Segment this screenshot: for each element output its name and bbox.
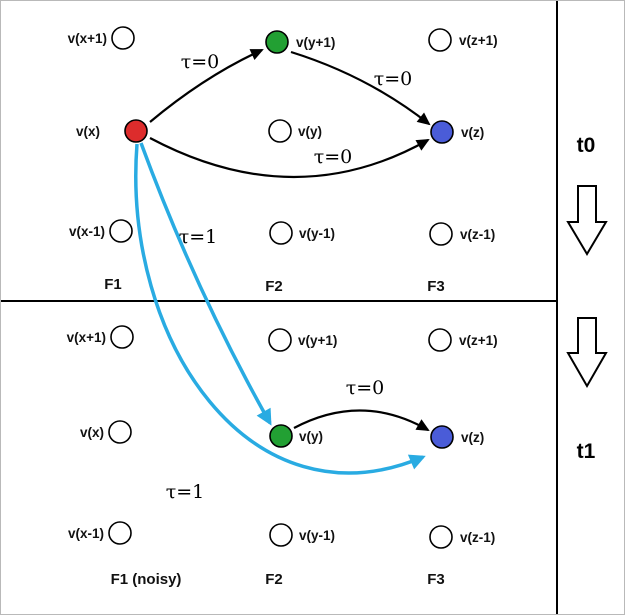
edge-y-to-z	[293, 409, 430, 431]
time-label-t0: t0	[577, 134, 596, 157]
node-t0-y-minus1	[269, 221, 293, 245]
node-t1-y	[269, 424, 293, 448]
edge-y1-to-z	[290, 50, 431, 126]
node-label-t0-x: v(x)	[76, 124, 100, 139]
edge-x-to-z-temporal	[134, 143, 426, 475]
down-arrow-icon-t0	[566, 185, 608, 256]
column-label-t0-f2: F2	[265, 278, 283, 295]
node-label-t1-x-minus1: v(x-1)	[68, 526, 104, 541]
temporal-edges: τ=1 τ=1	[134, 142, 426, 503]
node-label-t0-x-plus1: v(x+1)	[68, 31, 107, 46]
edge-label-y-z: τ=0	[346, 377, 385, 399]
node-label-t0-z-minus1: v(z-1)	[460, 227, 495, 242]
time-rail: t0 t1	[566, 134, 608, 463]
t0-panel: τ=0 τ=0 τ=0 v(x+1) v(x) v(x-1) F1 v(y+1)…	[68, 26, 498, 295]
node-label-t0-z: v(z)	[461, 125, 484, 140]
edge-x-to-y1	[149, 48, 264, 123]
node-label-t0-x-minus1: v(x-1)	[69, 224, 105, 239]
node-label-t1-y: v(y)	[299, 429, 323, 444]
down-arrow-icon-t1	[566, 317, 608, 389]
column-label-t1-f3: F3	[427, 571, 445, 588]
node-t0-z-plus1	[428, 28, 452, 52]
edge-label-y1-z: τ=0	[374, 68, 413, 90]
edge-label-x-z: τ=0	[314, 146, 353, 168]
edge-x-to-y-temporal	[139, 142, 272, 426]
column-label-t0-f3: F3	[427, 278, 445, 295]
node-label-t1-z: v(z)	[461, 430, 484, 445]
node-t1-x-plus1	[110, 325, 134, 349]
node-t0-x-plus1	[111, 26, 135, 50]
node-t1-z-minus1	[429, 525, 453, 549]
time-label-t1: t1	[577, 440, 596, 463]
node-label-t1-x: v(x)	[80, 425, 104, 440]
node-label-t0-z-plus1: v(z+1)	[459, 33, 498, 48]
node-t1-z-plus1	[428, 328, 452, 352]
column-label-t1-f1: F1 (noisy)	[111, 571, 182, 588]
node-t1-y-plus1	[268, 328, 292, 352]
column-label-t0-f1: F1	[104, 276, 122, 293]
node-label-t1-z-minus1: v(z-1)	[460, 530, 495, 545]
node-label-t0-y-plus1: v(y+1)	[296, 35, 335, 50]
node-t0-z-minus1	[429, 222, 453, 246]
node-t1-x	[108, 420, 132, 444]
column-label-t1-f2: F2	[265, 571, 283, 588]
edge-label-x-y1: τ=0	[181, 51, 220, 73]
node-label-t0-y: v(y)	[298, 124, 322, 139]
edge-label-x-z-temporal: τ=1	[166, 481, 205, 503]
node-t0-y	[268, 119, 292, 143]
node-t1-z	[430, 425, 454, 449]
node-t0-x	[124, 119, 148, 143]
node-label-t1-x-plus1: v(x+1)	[67, 330, 106, 345]
t1-panel: τ=0 v(x+1) v(x) v(x-1) F1 (noisy) v(y+1)…	[67, 325, 498, 588]
node-t1-y-minus1	[269, 523, 293, 547]
node-t1-x-minus1	[108, 521, 132, 545]
node-label-t1-y-plus1: v(y+1)	[298, 333, 337, 348]
node-t0-x-minus1	[109, 219, 133, 243]
edge-label-x-y-temporal: τ=1	[179, 226, 218, 248]
node-t0-y-plus1	[265, 30, 289, 54]
edge-x-to-z	[149, 137, 430, 179]
node-t0-z	[430, 120, 454, 144]
node-label-t1-y-minus1: v(y-1)	[299, 528, 335, 543]
node-label-t1-z-plus1: v(z+1)	[459, 333, 498, 348]
node-label-t0-y-minus1: v(y-1)	[299, 226, 335, 241]
